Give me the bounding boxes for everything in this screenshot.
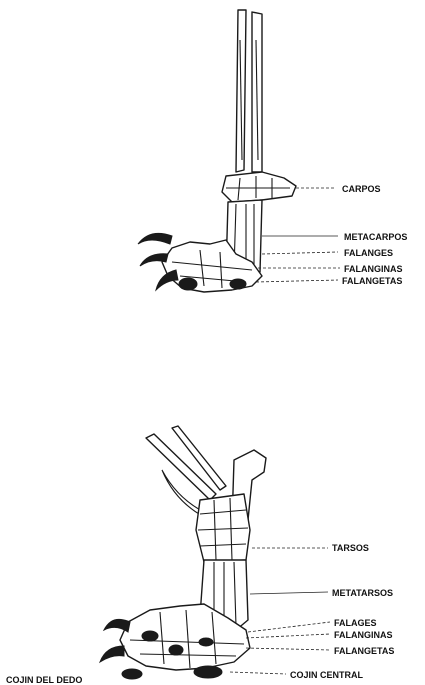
central-pad xyxy=(194,666,222,678)
toe-pad-2 xyxy=(169,645,183,655)
claw-1 xyxy=(138,233,172,244)
label-falages: FALAGES xyxy=(334,618,377,628)
pad-shadow-2 xyxy=(230,279,246,289)
label-cojin-central: COJIN CENTRAL xyxy=(290,670,364,680)
label-falanginas-hind: FALANGINAS xyxy=(334,630,393,640)
label-falanginas-fore: FALANGINAS xyxy=(344,264,403,274)
hindlimb-illustration xyxy=(100,426,266,679)
label-falanges: FALANGES xyxy=(344,248,393,258)
label-cojin-del-dedo: COJIN DEL DEDO xyxy=(6,675,82,685)
label-metatarsos: METATARSOS xyxy=(332,588,393,598)
toe-pad-3 xyxy=(199,638,213,646)
label-tarsos: TARSOS xyxy=(332,543,369,553)
forelimb-illustration xyxy=(138,10,296,292)
label-falangetas-fore: FALANGETAS xyxy=(342,276,402,286)
forelimb-labels: CARPOS METACARPOS FALANGES FALANGINAS FA… xyxy=(342,184,407,286)
hind-claw-2 xyxy=(100,646,124,662)
hind-claw-1 xyxy=(104,619,130,632)
label-carpos: CARPOS xyxy=(342,184,381,194)
toe-pad-4 xyxy=(122,669,142,679)
label-falangetas-hind: FALANGETAS xyxy=(334,646,394,656)
forelimb-leader-lines xyxy=(256,188,340,282)
toe-pad-1 xyxy=(142,631,158,641)
pad-shadow-1 xyxy=(179,278,197,290)
label-metacarpos: METACARPOS xyxy=(344,232,407,242)
carpal-bones xyxy=(222,172,296,202)
